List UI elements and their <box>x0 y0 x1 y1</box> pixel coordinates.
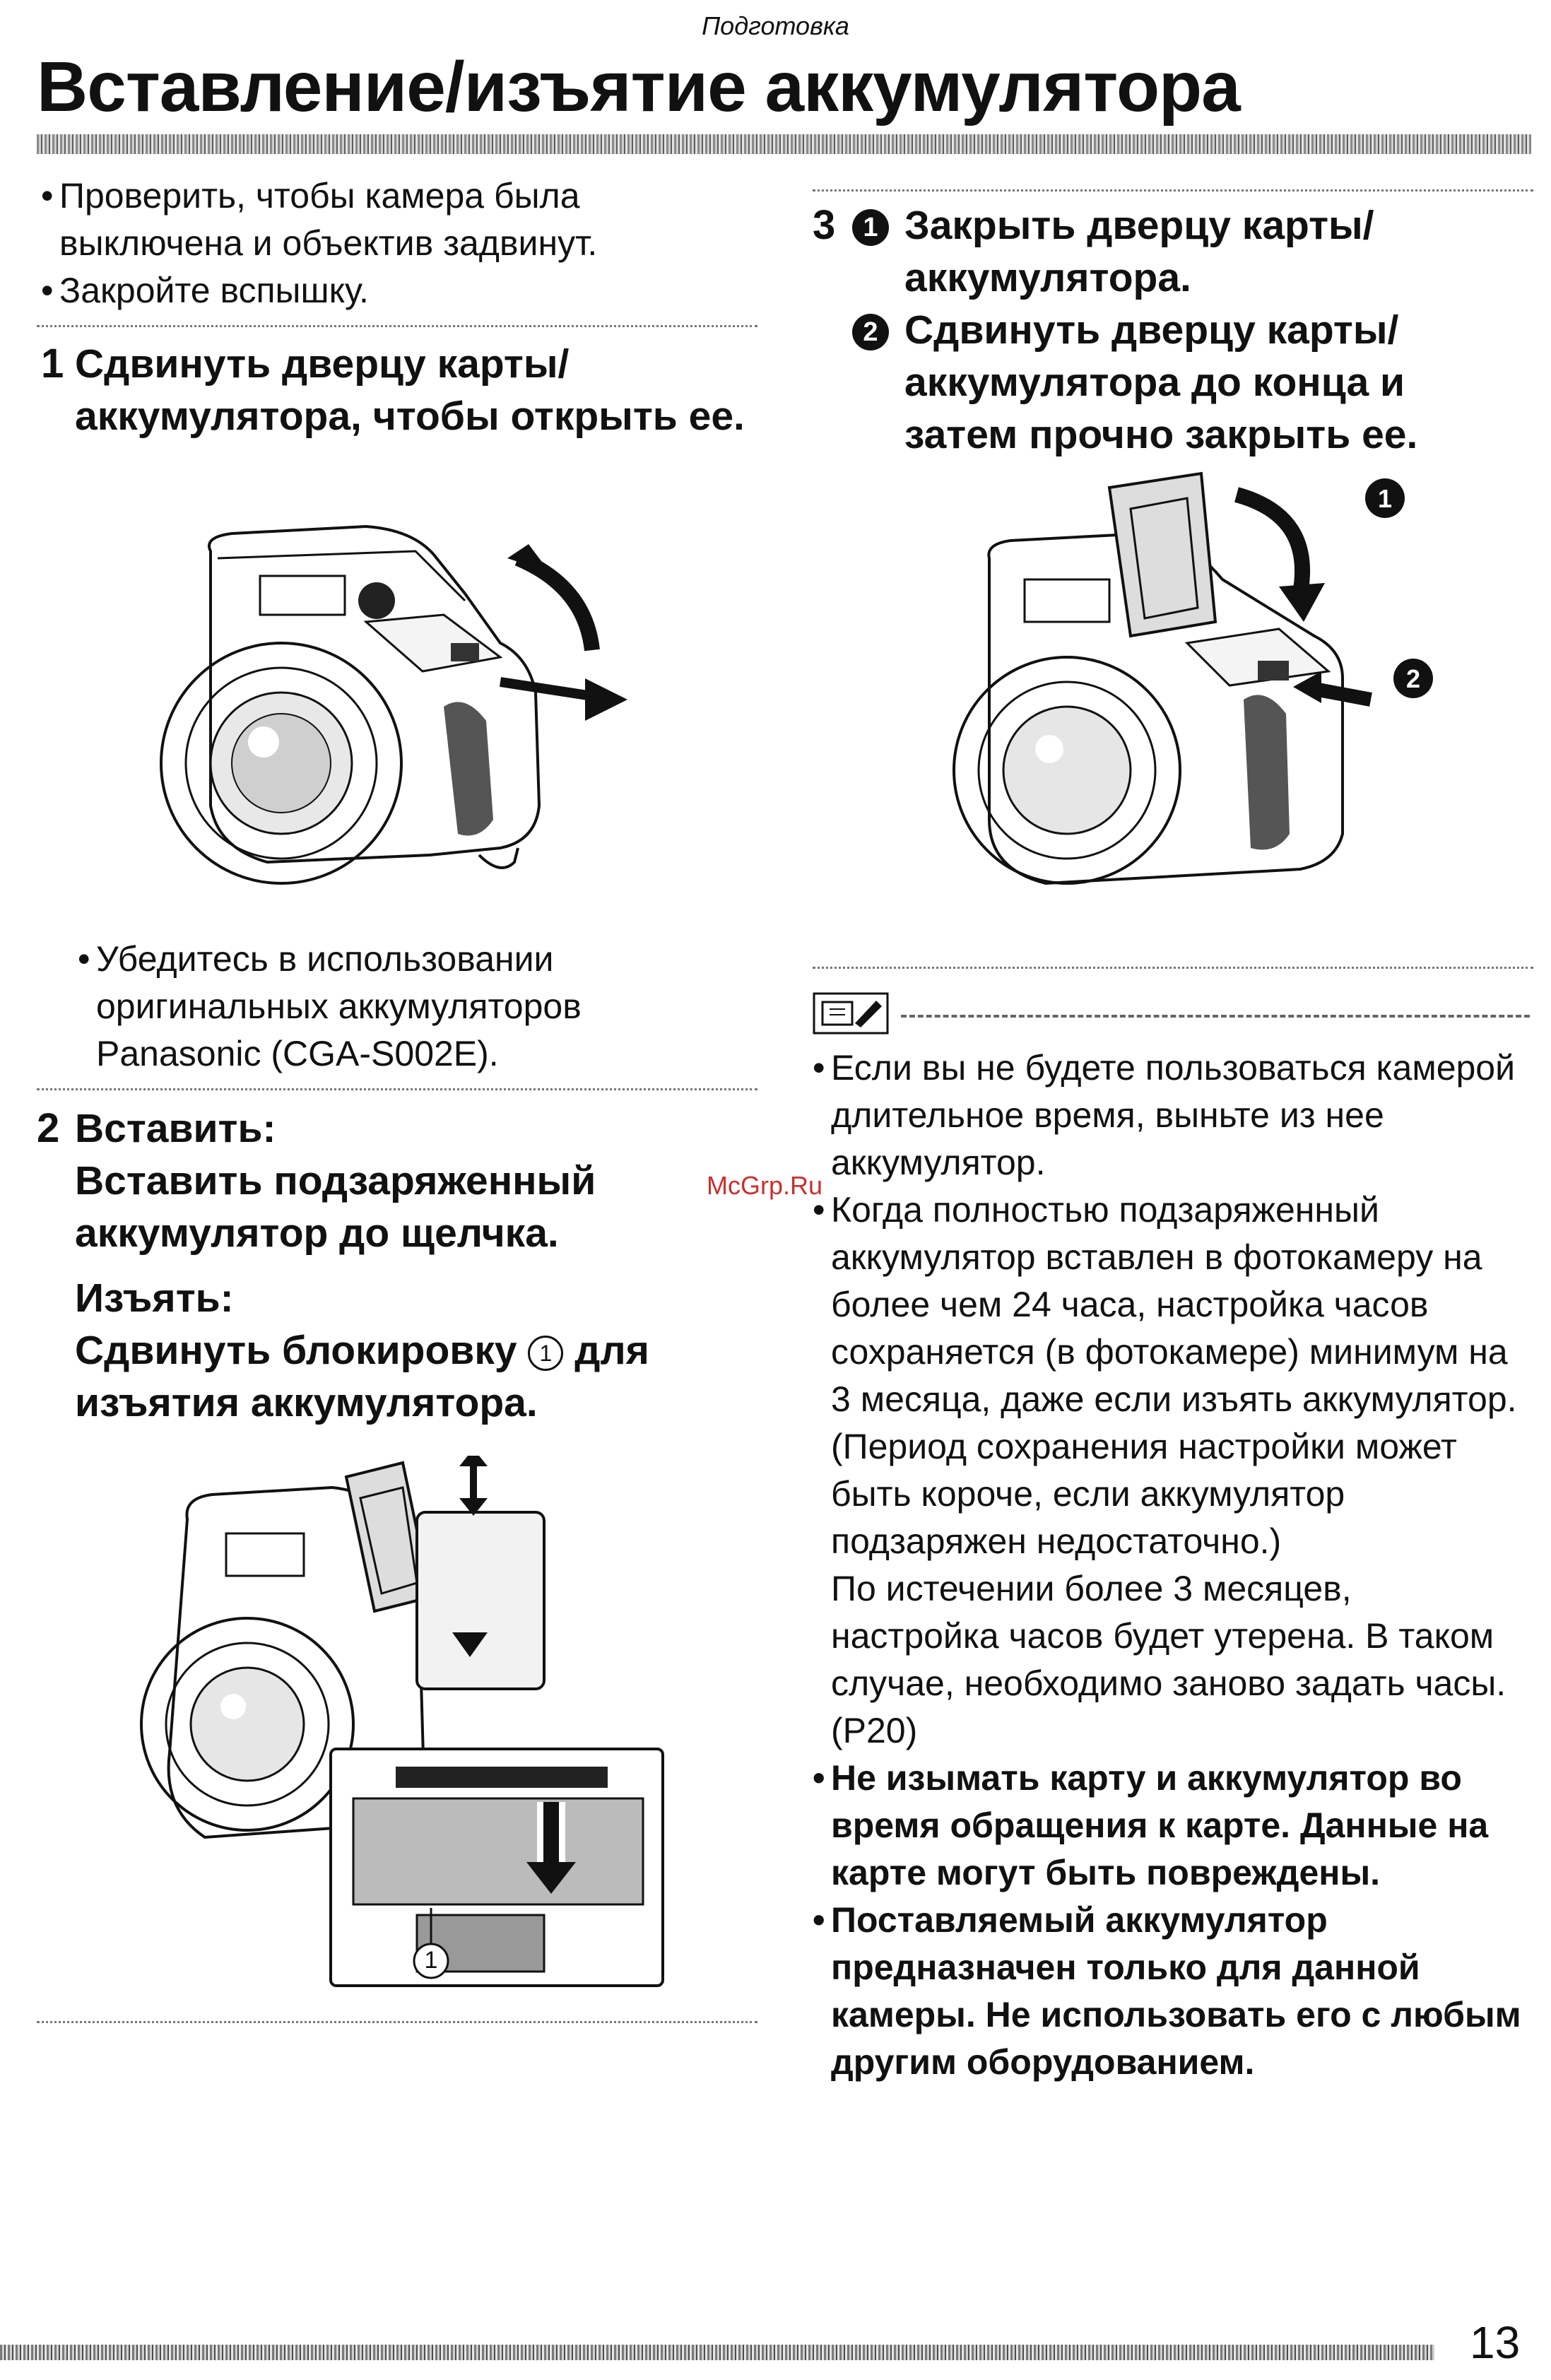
notes-list: Если вы не будете пользоваться камерой д… <box>813 1044 1526 2086</box>
footer-bar <box>0 2345 1434 2360</box>
step-3-sub-1-text: Закрыть дверцу карты/ аккумулятора. <box>904 203 1374 300</box>
note-continuation: По истечении более 3 месяцев, настройка … <box>831 1569 1506 1750</box>
note-item: Если вы не будете пользоваться камерой д… <box>813 1044 1526 1186</box>
divider <box>813 967 1533 969</box>
step-3-number: 3 <box>813 202 836 248</box>
step-2-remove-text-after: для изъятия аккумулятора. <box>75 1328 649 1425</box>
step-1-text: Сдвинуть дверцу карты/ аккумулятора, что… <box>75 341 745 439</box>
notes-icon <box>813 992 889 1035</box>
step-2-number: 2 <box>37 1105 60 1151</box>
divider <box>37 325 757 327</box>
camera-open-door-illustration <box>160 524 627 885</box>
intro-bullets: Проверить, чтобы камера была выключена и… <box>41 172 748 314</box>
divider <box>37 1088 757 1090</box>
step-2-insert-heading: Вставить: <box>75 1106 276 1151</box>
page-number: 13 <box>1470 2317 1521 2368</box>
step-3-sub-2-text: Сдвинуть дверцу карты/ аккумулятора до к… <box>904 307 1418 457</box>
step-3-sub-2: 2 <box>852 304 1488 356</box>
title-underline-bar <box>37 134 1531 154</box>
section-label: Подготовка <box>702 11 849 40</box>
camera-close-door-illustration <box>953 471 1433 885</box>
note-item-bold: Поставляемый аккумулятор предназначен то… <box>813 1897 1526 2086</box>
divider <box>813 189 1533 192</box>
note-item-bold: Не изымать карту и аккумулятор во время … <box>813 1755 1526 1897</box>
step-3-sub-1: 1 <box>852 199 1488 252</box>
step-1-number: 1 <box>41 341 64 387</box>
step-1-note-text: Убедитесь в использовании оригинальных а… <box>78 936 714 1078</box>
step-2-insert-text: Вставить подзаряженный аккумулятор до ще… <box>75 1158 596 1256</box>
step-3-marker-1-icon: 1 <box>852 209 889 246</box>
step-2-remove-heading: Изъять: <box>75 1276 234 1321</box>
watermark: McGrp.Ru <box>707 1171 823 1200</box>
step-3-marker-2-icon: 2 <box>852 314 889 350</box>
divider <box>37 2021 757 2023</box>
step-2-remove-text-before: Сдвинуть блокировку <box>75 1328 517 1373</box>
note-item: Когда полностью подзаряженный аккумулято… <box>813 1186 1526 1565</box>
intro-bullet: Проверить, чтобы камера была выключена и… <box>41 172 748 267</box>
camera-battery-illustration <box>140 1456 664 1987</box>
lock-marker-icon: 1 <box>528 1336 564 1371</box>
intro-bullet: Закройте вспышку. <box>41 267 748 314</box>
step-1-note: Убедитесь в использовании оригинальных а… <box>78 936 714 1078</box>
page-title: Вставление/изъятие аккумулятора <box>37 47 1241 126</box>
figure-marker-1: 1 <box>1377 484 1393 513</box>
figure-marker-2: 2 <box>1405 664 1421 693</box>
figure-callout-1: 1 <box>424 1947 438 1974</box>
notes-divider <box>901 1015 1530 1018</box>
step-2-remove-text: Сдвинуть блокировку 1 для изъятия аккуму… <box>75 1324 753 1429</box>
